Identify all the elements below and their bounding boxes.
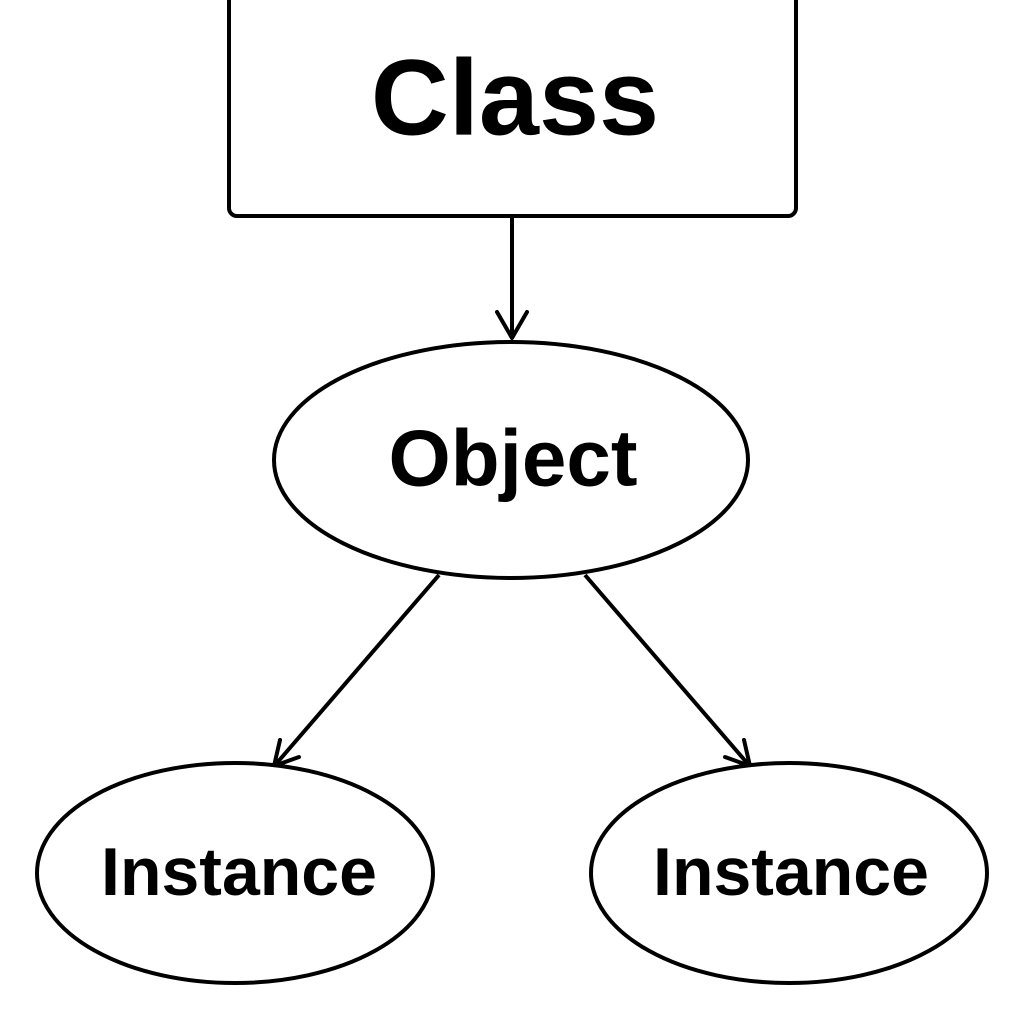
- node-class[interactable]: Class: [227, 0, 798, 218]
- node-instance-right[interactable]: Instance: [589, 761, 989, 985]
- arrowhead-icon: [495, 310, 529, 340]
- edge-line: [583, 573, 750, 766]
- instance-left-label: Instance: [101, 834, 377, 910]
- edge-line: [274, 573, 441, 766]
- object-label: Object: [389, 414, 638, 503]
- instance-right-ellipse: [589, 761, 989, 985]
- node-object[interactable]: Object: [272, 340, 750, 580]
- edge-class-to-object: [495, 217, 529, 340]
- node-instance-left[interactable]: Instance: [35, 761, 435, 985]
- object-ellipse: [272, 340, 750, 580]
- instance-right-label: Instance: [653, 834, 929, 910]
- edge-object-to-instance-left: [272, 573, 441, 768]
- edge-object-to-instance-right: [583, 573, 752, 768]
- class-label: Class: [371, 37, 659, 158]
- class-box: [227, 0, 798, 218]
- instance-left-ellipse: [35, 761, 435, 985]
